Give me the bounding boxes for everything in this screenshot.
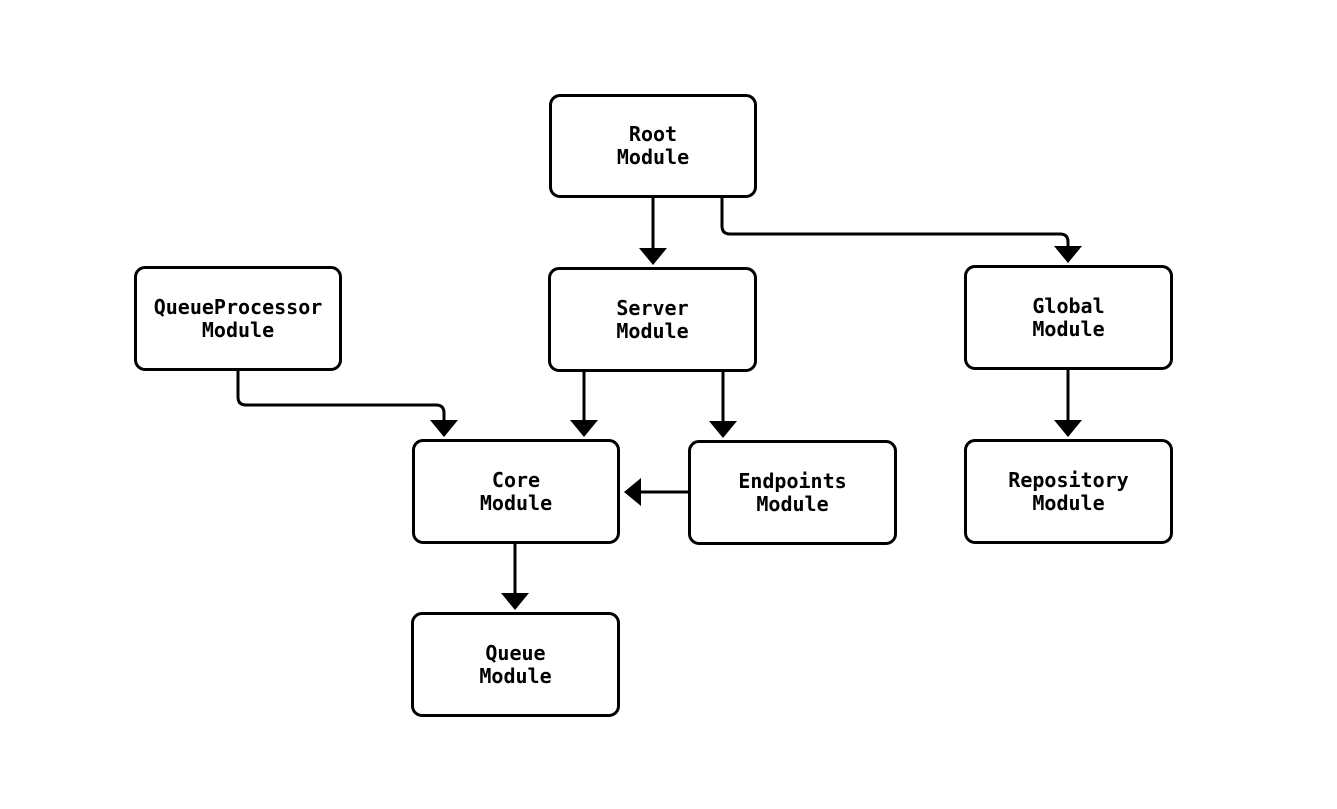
node-label-queue-module: Queue Module: [479, 640, 552, 688]
node-label-queueprocessor-module: QueueProcessor Module: [153, 294, 323, 342]
node-queueprocessor-module: QueueProcessor Module: [134, 266, 342, 371]
arrowhead-queueprocessor-module-to-core-module: [430, 420, 458, 437]
arrowhead-server-module-to-endpoints-module: [709, 421, 737, 438]
arrowhead-endpoints-module-to-core-module: [624, 478, 641, 506]
node-core-module: Core Module: [412, 439, 620, 544]
node-label-repository-module: Repository Module: [1008, 467, 1129, 515]
node-queue-module: Queue Module: [411, 612, 620, 717]
node-label-endpoints-module: Endpoints Module: [738, 468, 847, 516]
node-root-module: Root Module: [549, 94, 757, 198]
node-server-module: Server Module: [548, 267, 757, 372]
node-global-module: Global Module: [964, 265, 1173, 370]
node-label-server-module: Server Module: [616, 295, 689, 343]
arrowhead-global-module-to-repository-module: [1054, 420, 1082, 437]
node-endpoints-module: Endpoints Module: [688, 440, 897, 545]
edge-root-module-to-global-module: [720, 198, 1070, 248]
node-label-global-module: Global Module: [1032, 293, 1105, 341]
arrowhead-root-module-to-server-module: [639, 248, 667, 265]
node-label-root-module: Root Module: [616, 122, 690, 169]
arrowhead-root-module-to-global-module: [1054, 246, 1082, 263]
arrowhead-server-module-to-core-module: [570, 420, 598, 437]
arrowhead-core-module-to-queue-module: [501, 593, 529, 610]
node-repository-module: Repository Module: [964, 439, 1173, 544]
edge-queueprocessor-module-to-core-module: [236, 371, 446, 422]
node-label-core-module: Core Module: [479, 467, 553, 515]
